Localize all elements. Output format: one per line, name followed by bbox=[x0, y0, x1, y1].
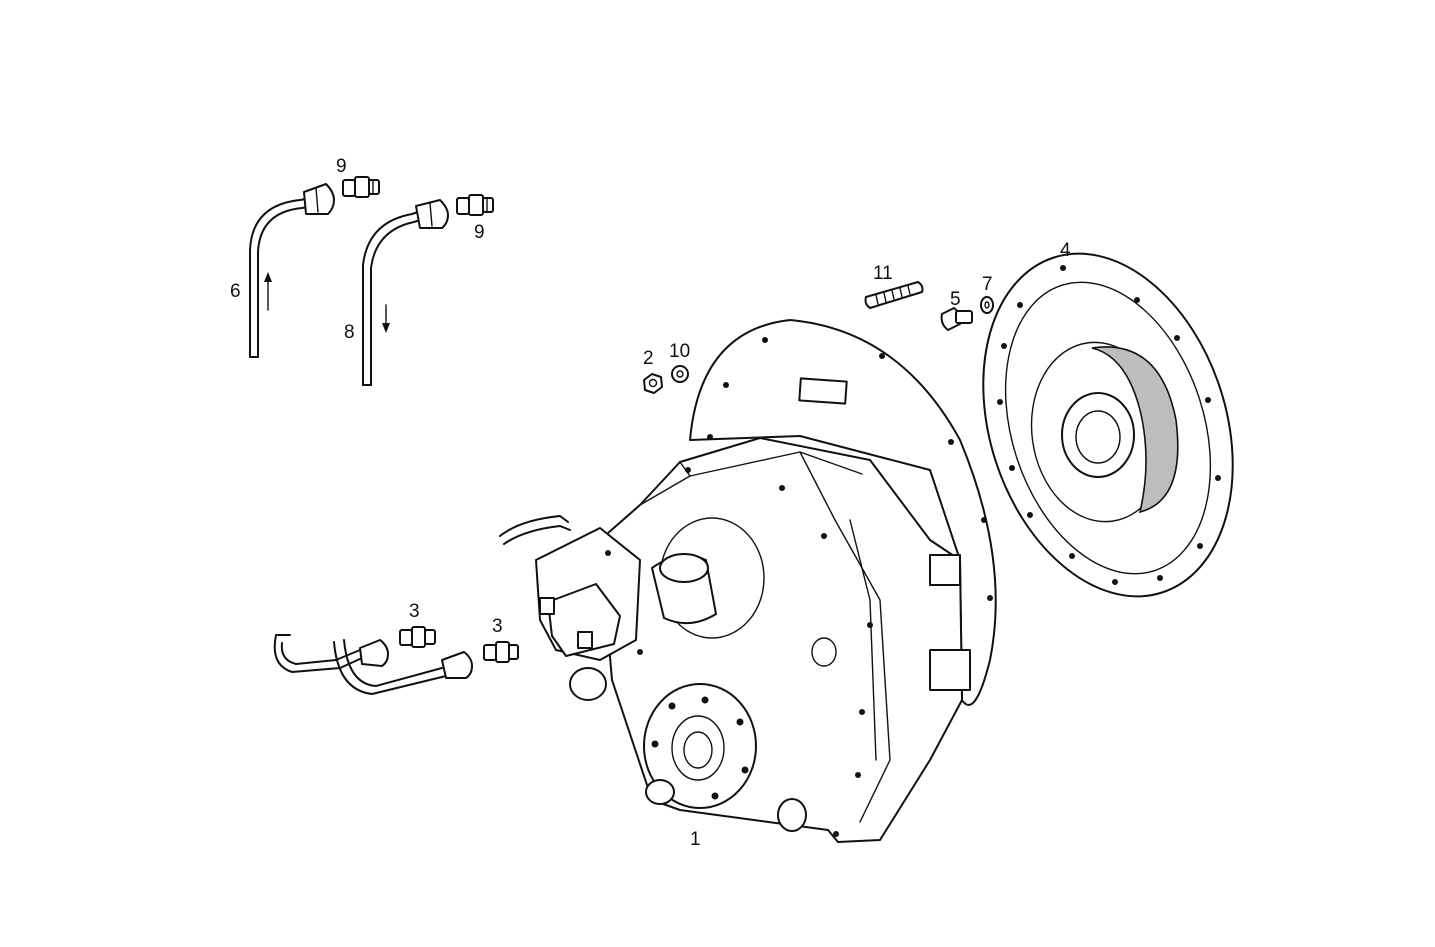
callout-3-right: 3 bbox=[492, 616, 503, 637]
callout-2: 2 bbox=[643, 348, 654, 369]
callout-8: 8 bbox=[344, 322, 355, 343]
fitting-9-lower bbox=[456, 194, 494, 216]
oil-pipes-lower bbox=[273, 634, 473, 695]
oil-pipe-8 bbox=[362, 199, 449, 386]
washer-7 bbox=[980, 296, 994, 314]
callout-6: 6 bbox=[230, 281, 241, 302]
fitting-3-right bbox=[483, 641, 519, 663]
mounting-holes bbox=[997, 265, 1221, 585]
gearbox-1 bbox=[499, 319, 997, 843]
callout-labels: 9 9 6 8 2 10 11 5 7 4 3 3 1 bbox=[230, 156, 1071, 850]
callout-9-upper: 9 bbox=[336, 156, 347, 177]
callout-3-left: 3 bbox=[409, 601, 420, 622]
fitting-3-left bbox=[399, 626, 436, 648]
nut-2 bbox=[643, 373, 663, 394]
washer-10 bbox=[671, 365, 689, 383]
flow-arrow-up-icon bbox=[264, 272, 272, 311]
callout-10: 10 bbox=[669, 341, 690, 362]
callout-5: 5 bbox=[950, 289, 961, 310]
oil-pipe-6 bbox=[249, 183, 335, 358]
callout-7: 7 bbox=[982, 274, 993, 295]
callout-9-lower: 9 bbox=[474, 222, 485, 243]
stud-11 bbox=[864, 281, 924, 309]
damper-plate-4 bbox=[982, 252, 1234, 598]
bolt-5 bbox=[940, 307, 973, 331]
callout-11: 11 bbox=[873, 263, 893, 284]
callout-4: 4 bbox=[1060, 240, 1071, 261]
flow-arrow-down-icon bbox=[382, 304, 390, 333]
callout-1: 1 bbox=[690, 829, 701, 850]
fitting-9-upper bbox=[342, 176, 380, 198]
